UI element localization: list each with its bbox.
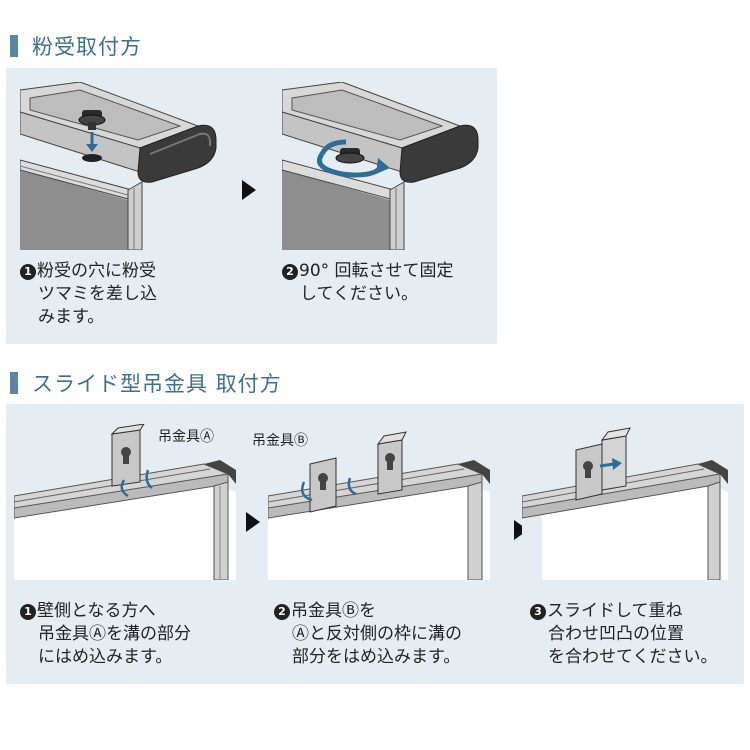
- title-marker: [10, 35, 18, 57]
- section-title-text: スライド型吊金具 取付方: [32, 372, 282, 396]
- step-number-icon: 2: [282, 264, 298, 280]
- next-step-arrow-icon: [246, 512, 260, 532]
- step-number-icon: 3: [530, 604, 546, 620]
- section-title-hanger: スライド型吊金具 取付方: [10, 370, 282, 396]
- hanger-b-callout: 吊金具Ⓑ: [252, 433, 308, 449]
- hanger-a-callout: 吊金具Ⓐ: [158, 429, 214, 445]
- hanger-install-panel: 吊金具Ⓐ 吊金具Ⓑ: [6, 404, 744, 684]
- hanger-b-insert-illustration: [268, 424, 490, 580]
- hanger-a-insert-illustration: [14, 424, 236, 580]
- next-step-arrow-icon: [242, 180, 256, 200]
- section-title-tray: 粉受取付方: [10, 33, 142, 59]
- title-marker: [10, 372, 18, 394]
- tray-knob-insert-illustration: [20, 82, 220, 250]
- step-number-icon: 2: [274, 604, 290, 620]
- section-title-text: 粉受取付方: [32, 35, 142, 59]
- tray-knob-rotate-illustration: [282, 82, 482, 250]
- step-number-icon: 1: [20, 264, 36, 280]
- step-number-icon: 1: [20, 604, 36, 620]
- hanger-slide-illustration: [522, 424, 728, 580]
